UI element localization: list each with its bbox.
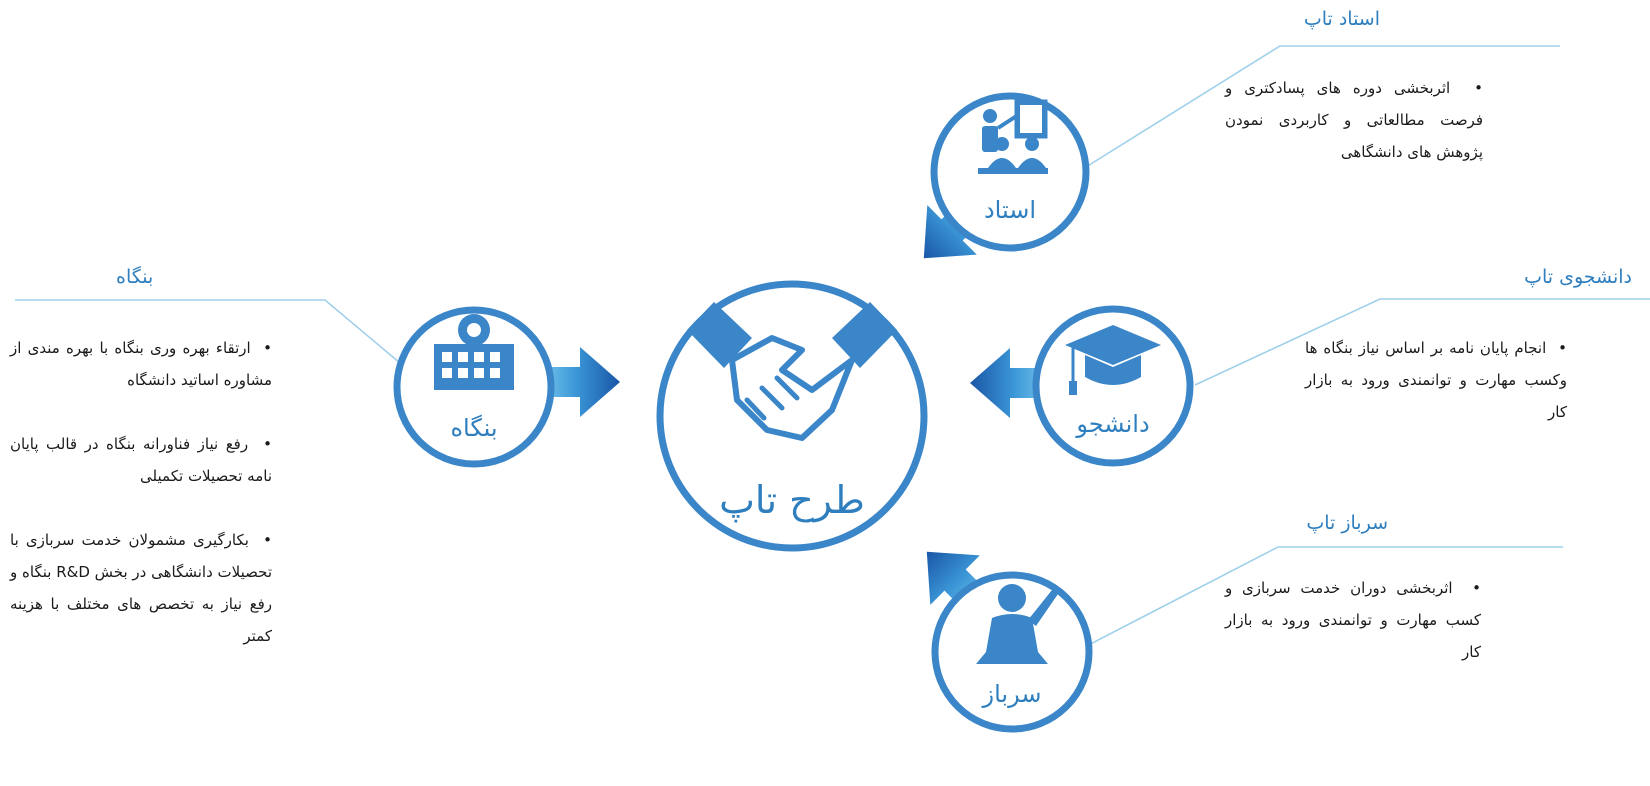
bongah-bullet-1: • ارتقاء بهره وری بنگاه با بهره مندی از …	[10, 339, 272, 389]
connector-sarbaz	[1074, 546, 1563, 653]
arrow-bongah	[525, 347, 620, 417]
sarbaz-tap-heading: سرباز تاپ	[1306, 512, 1388, 534]
connector-bongah	[15, 299, 426, 385]
bongah-bullet-3: • بکارگیری مشمولان خدمت سربازی با تحصیلا…	[10, 531, 272, 645]
arrow-daneshjoo	[970, 348, 1065, 418]
teacher-presentation-icon	[978, 99, 1048, 174]
bullet-text: اثربخشی دوره های پسادکتری و فرصت مطالعات…	[1225, 79, 1483, 161]
saluting-soldier-icon	[976, 584, 1058, 664]
sarbaz-label: سرباز	[982, 680, 1042, 708]
bullet-text: ارتقاء بهره وری بنگاه با بهره مندی از مش…	[10, 339, 272, 389]
center-label: طرح تاپ	[719, 478, 865, 522]
ostad-tap-bullet: • اثربخشی دوره های پسادکتری و فرصت مطالع…	[1225, 79, 1483, 161]
sarbaz-tap-text: • اثربخشی دوران خدمت سربازی و کسب مهارت …	[1225, 572, 1481, 668]
ostad-label: استاد	[983, 196, 1037, 224]
connector-lines	[15, 45, 1650, 653]
daneshjoo-tap-heading: دانشجوی تاپ	[1524, 266, 1632, 288]
bongah-text: • ارتقاء بهره وری بنگاه با بهره مندی از …	[10, 332, 272, 652]
bullet-text: بکارگیری مشمولان خدمت سربازی با تحصیلات …	[10, 531, 272, 645]
bullet-text: انجام پایان نامه بر اساس نیاز بنگاه ها و…	[1305, 339, 1567, 421]
daneshjoo-tap-bullet: • انجام پایان نامه بر اساس نیاز بنگاه ها…	[1305, 339, 1567, 421]
sarbaz-tap-bullet: • اثربخشی دوران خدمت سربازی و کسب مهارت …	[1225, 579, 1481, 661]
connector-daneshjoo	[1194, 298, 1650, 386]
daneshjoo-tap-text: • انجام پایان نامه بر اساس نیاز بنگاه ها…	[1305, 332, 1567, 428]
bullet-text: اثربخشی دوران خدمت سربازی و کسب مهارت و …	[1225, 579, 1481, 661]
ostad-tap-text: • اثربخشی دوره های پسادکتری و فرصت مطالع…	[1225, 72, 1483, 168]
bongah-label: بنگاه	[450, 414, 498, 442]
ostad-tap-heading: استاد تاپ	[1303, 8, 1380, 30]
handshake-icon	[687, 302, 897, 441]
factory-building-gear-icon	[434, 314, 514, 390]
bongah-heading: بنگاه	[116, 266, 154, 288]
connector-ostad	[1077, 45, 1560, 173]
graduation-cap-icon	[1065, 325, 1161, 395]
bongah-bullet-2: • رفع نیاز فناورانه بنگاه در قالب پایان …	[10, 435, 272, 485]
bullet-text: رفع نیاز فناورانه بنگاه در قالب پایان نا…	[10, 435, 272, 485]
daneshjoo-label: دانشجو	[1076, 410, 1150, 438]
